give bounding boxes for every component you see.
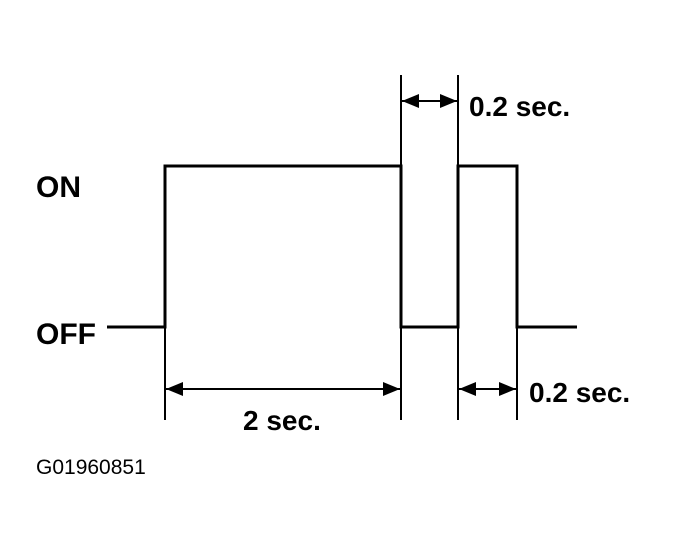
arrowhead-right (383, 382, 400, 396)
arrowhead-left (459, 382, 476, 396)
dimension-on-long (166, 382, 400, 396)
arrowhead-left (166, 382, 183, 396)
arrowhead-right (499, 382, 516, 396)
dimension-on-short (459, 382, 516, 396)
duration-label-on-long: 2 sec. (243, 405, 321, 436)
dimension-off-gap (402, 94, 457, 108)
state-label-on: ON (36, 171, 81, 204)
signal-waveform (107, 164, 577, 329)
duration-label-on-short: 0.2 sec. (529, 377, 630, 408)
arrowhead-right (440, 94, 457, 108)
figure-code: G01960851 (36, 456, 146, 479)
duration-label-off-gap: 0.2 sec. (469, 91, 570, 122)
arrowhead-left (402, 94, 419, 108)
state-label-off: OFF (36, 318, 96, 351)
